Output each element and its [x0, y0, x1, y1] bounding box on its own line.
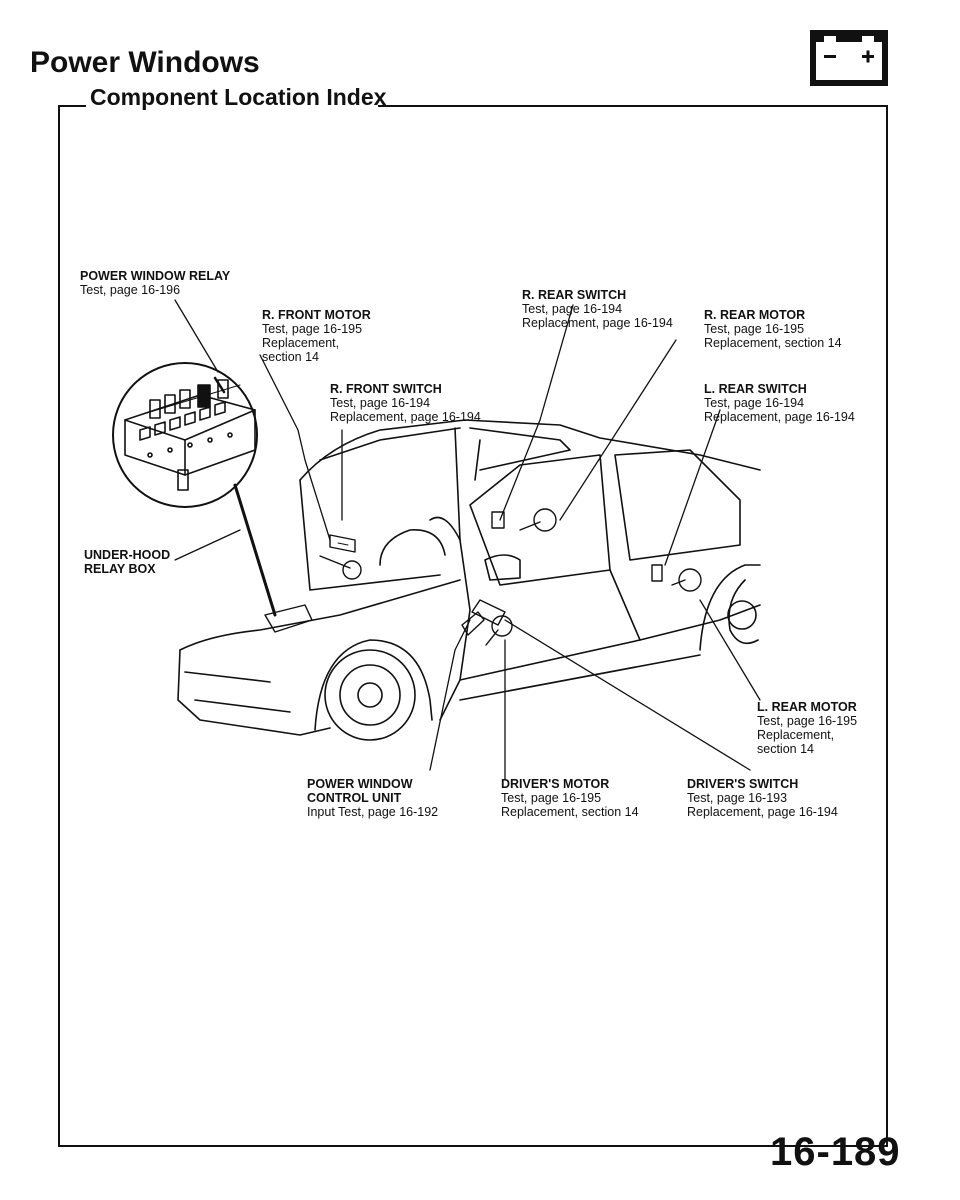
label-line: Replacement,: [262, 336, 340, 350]
label-heading: DRIVER'S SWITCH: [687, 777, 799, 791]
label-heading: RELAY BOX: [84, 562, 156, 576]
component-symbols: [264, 508, 702, 646]
frame-line: [58, 105, 86, 107]
page-number: 16-189: [770, 1130, 901, 1174]
label-line: Replacement, page 16-194: [330, 410, 481, 424]
label-line: Test, page 16-196: [80, 283, 181, 297]
label-power-window-relay: POWER WINDOW RELAY Test, page 16-196: [80, 269, 230, 297]
frame-line: [886, 105, 888, 1147]
label-line: Replacement, page 16-194: [704, 410, 855, 424]
label-line: Test, page 16-195: [501, 791, 602, 805]
label-line: Replacement, page 16-194: [522, 316, 673, 330]
battery-icon: [810, 30, 888, 86]
label-drivers-motor: DRIVER'S MOTOR Test, page 16-195 Replace…: [501, 777, 639, 819]
label-line: Test, page 16-195: [704, 322, 805, 336]
label-line: Test, page 16-193: [687, 791, 788, 805]
label-heading: POWER WINDOW: [307, 777, 413, 791]
label-l-rear-motor: L. REAR MOTOR Test, page 16-195 Replacem…: [757, 700, 857, 756]
label-line: Replacement, section 14: [704, 336, 842, 350]
label-heading: L. REAR SWITCH: [704, 382, 807, 396]
label-heading: CONTROL UNIT: [307, 791, 402, 805]
label-line: Test, page 16-194: [522, 302, 623, 316]
frame-line: [58, 1145, 888, 1147]
leader-lines: [174, 299, 761, 781]
label-heading: R. FRONT SWITCH: [330, 382, 442, 396]
label-under-hood-relay-box: UNDER-HOOD RELAY BOX: [84, 548, 170, 576]
label-power-window-control-unit: POWER WINDOW CONTROL UNIT Input Test, pa…: [307, 777, 438, 819]
label-heading: L. REAR MOTOR: [757, 700, 857, 714]
label-heading: R. REAR MOTOR: [704, 308, 806, 322]
car-outline: [177, 419, 761, 741]
label-line: Test, page 16-194: [330, 396, 431, 410]
label-line: section 14: [262, 350, 319, 364]
relay-box-illustration: [112, 362, 258, 508]
label-line: Test, page 16-194: [704, 396, 805, 410]
label-line: Test, page 16-195: [262, 322, 363, 336]
label-heading: R. FRONT MOTOR: [262, 308, 371, 322]
label-r-rear-motor: R. REAR MOTOR Test, page 16-195 Replacem…: [704, 308, 842, 350]
label-heading: DRIVER'S MOTOR: [501, 777, 610, 791]
label-line: section 14: [757, 742, 814, 756]
label-line: Replacement, page 16-194: [687, 805, 838, 819]
label-heading: UNDER-HOOD: [84, 548, 171, 562]
label-line: Test, page 16-195: [757, 714, 858, 728]
label-r-rear-switch: R. REAR SWITCH Test, page 16-194 Replace…: [522, 288, 673, 330]
label-heading: R. REAR SWITCH: [522, 288, 627, 302]
label-r-front-motor: R. FRONT MOTOR Test, page 16-195 Replace…: [262, 308, 371, 364]
section-title: Component Location Index: [90, 84, 387, 110]
label-line: Replacement,: [757, 728, 835, 742]
label-line: Replacement, section 14: [501, 805, 639, 819]
label-l-rear-switch: L. REAR SWITCH Test, page 16-194 Replace…: [704, 382, 855, 424]
label-heading: POWER WINDOW RELAY: [80, 269, 231, 283]
frame-line: [58, 105, 60, 1147]
frame-line: [378, 105, 888, 107]
page-title: Power Windows: [30, 46, 260, 79]
label-line: Input Test, page 16-192: [307, 805, 439, 819]
label-r-front-switch: R. FRONT SWITCH Test, page 16-194 Replac…: [330, 382, 481, 424]
label-drivers-switch: DRIVER'S SWITCH Test, page 16-193 Replac…: [687, 777, 838, 819]
